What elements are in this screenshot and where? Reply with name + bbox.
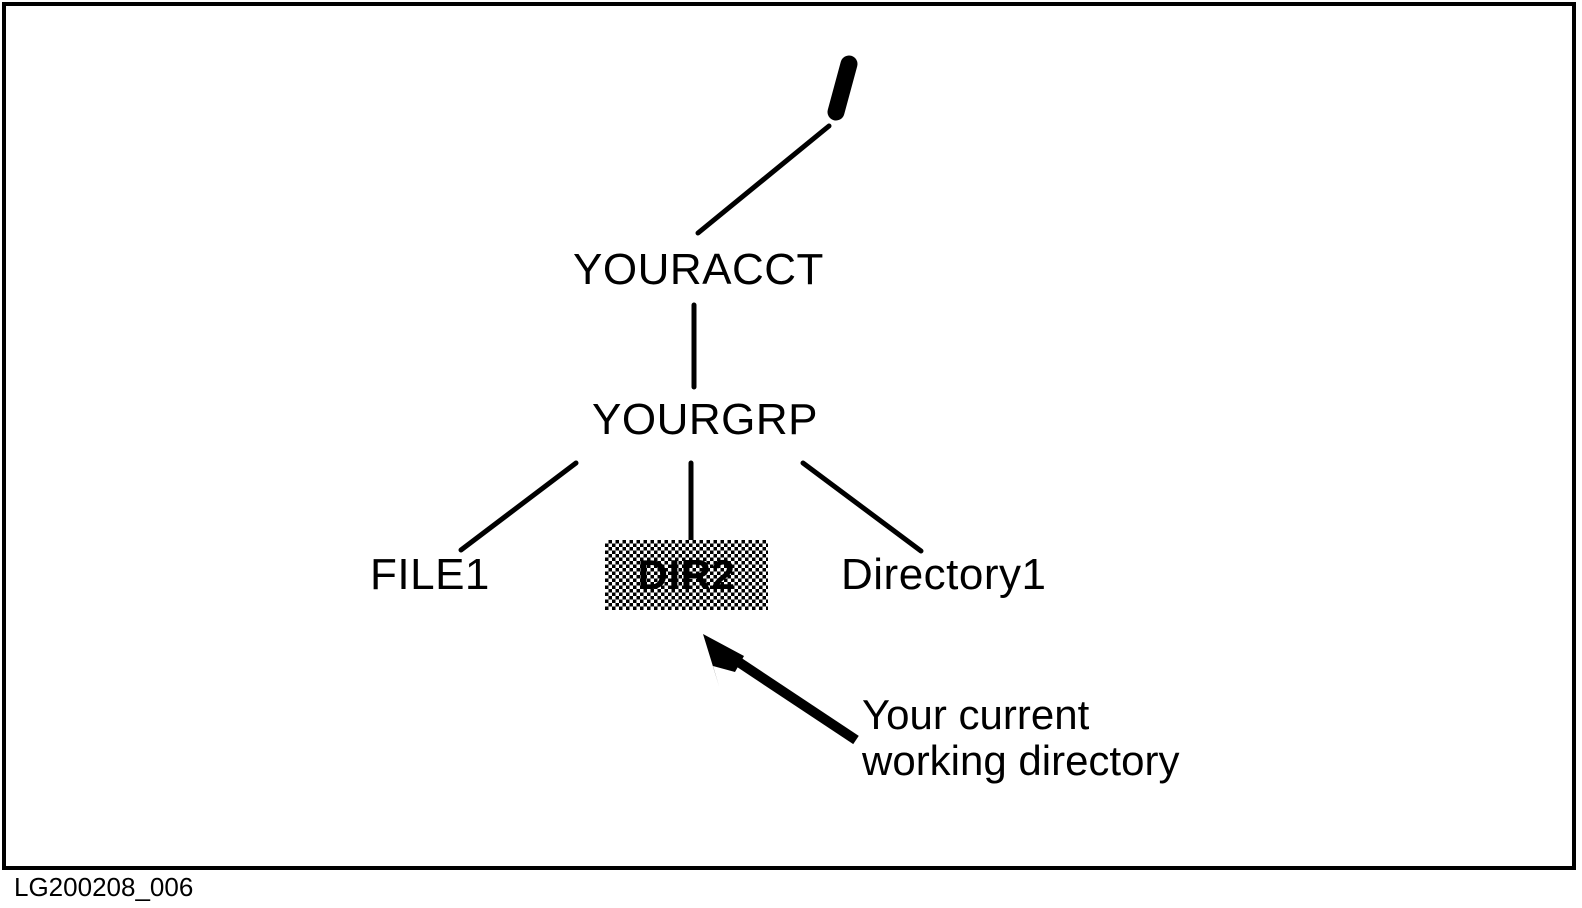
- node-directory1: Directory1: [841, 550, 1047, 599]
- callout-annotation: Your current working directory: [862, 692, 1179, 784]
- node-yourgrp: YOURGRP: [592, 395, 818, 444]
- callout-line-1: Your current: [862, 691, 1090, 738]
- node-youracct: YOURACCT: [573, 245, 824, 294]
- node-file1: FILE1: [370, 550, 490, 599]
- callout-line-2: working directory: [862, 737, 1180, 784]
- figure-caption-id: LG200208_006: [14, 872, 194, 902]
- node-dir2-label: DIR2: [637, 551, 736, 598]
- node-dir2-highlight: DIR2: [605, 540, 768, 610]
